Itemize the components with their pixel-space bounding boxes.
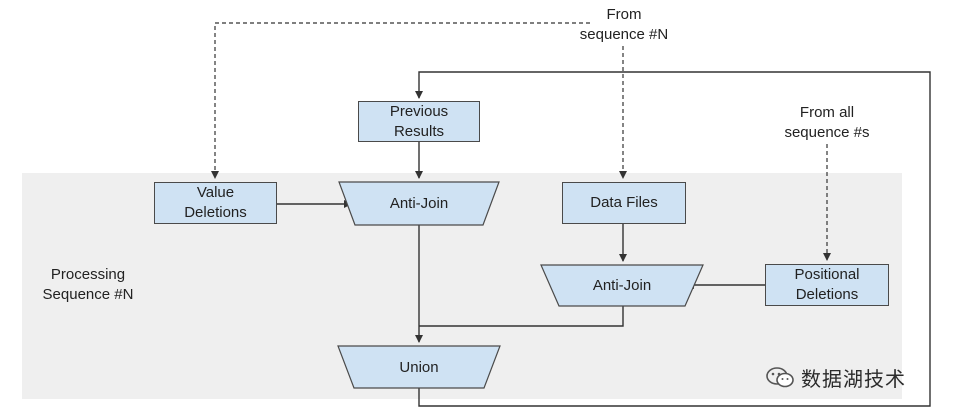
antijoin-left-label: Anti-Join	[389, 195, 449, 212]
edge-antijoin-right-to-union	[419, 306, 624, 327]
from-all-sequences-label: From all sequence #s	[784, 104, 870, 141]
antijoin-right-shape	[540, 264, 704, 307]
data-files-node: Data Files	[562, 182, 686, 224]
watermark: 数据湖技术	[765, 362, 906, 392]
wechat-icon	[766, 367, 794, 388]
antijoin-left-shape	[338, 181, 500, 226]
edge-union-to-previous-results	[415, 71, 931, 407]
edge-seqn-to-value-deletions	[211, 22, 590, 179]
previous-results-node: Previous Results	[358, 101, 480, 142]
positional-deletions-node: Positional Deletions	[765, 264, 889, 306]
from-sequence-n-label: From sequence #N	[579, 6, 669, 43]
antijoin-right-label: Anti-Join	[592, 277, 652, 294]
watermark-text: 数据湖技术	[801, 366, 906, 391]
processing-sequence-label: Processing Sequence #N	[42, 266, 134, 303]
union-shape	[337, 345, 501, 389]
value-deletions-node: Value Deletions	[154, 182, 277, 224]
union-label: Union	[399, 358, 439, 376]
